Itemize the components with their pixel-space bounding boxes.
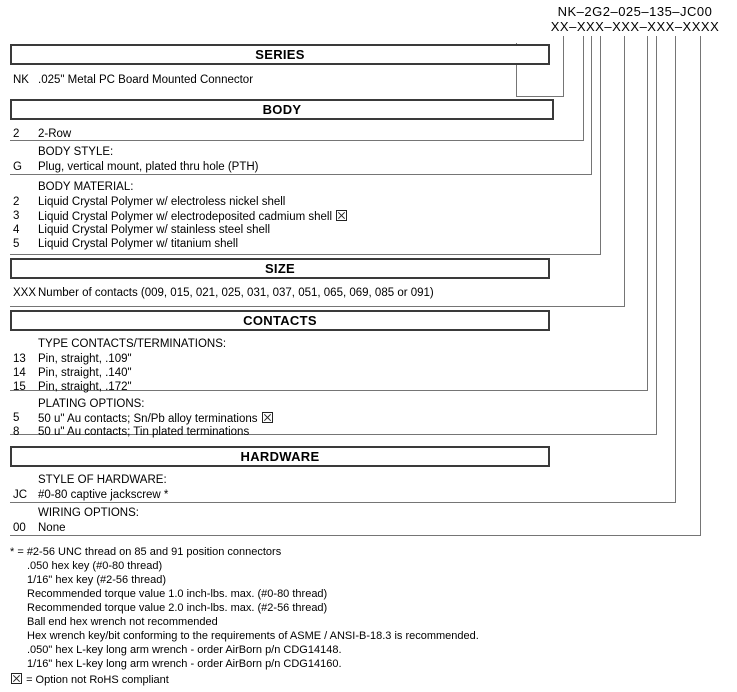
leader-line-hardware-h <box>10 502 676 503</box>
rohs-noncompliant-icon <box>261 412 273 423</box>
leader-line-series-h <box>516 96 564 97</box>
contacts-row-code: 15 <box>13 381 26 393</box>
leader-line-plating-v <box>656 36 657 434</box>
section-header-body: BODY <box>10 99 554 120</box>
rohs-legend: = Option not RoHS compliant <box>10 673 169 687</box>
leader-line-hardware-v <box>675 36 676 502</box>
leader-line-series-stub <box>516 43 517 97</box>
leader-line-plating-h <box>10 434 657 435</box>
contacts-row-code: 14 <box>13 367 26 379</box>
contacts-group-title: TYPE CONTACTS/TERMINATIONS: <box>38 338 227 350</box>
section-header-contacts: CONTACTS <box>10 310 550 331</box>
leader-line-wiring-v <box>700 36 701 535</box>
part-number-block: NK–2G2–025–135–JC00 XX–XXX–XXX–XXX–XXXX <box>540 4 730 34</box>
body-material-row-label: Liquid Crystal Polymer w/ titanium shell <box>38 238 239 250</box>
leader-line-series-v <box>563 36 564 96</box>
leader-line-body-h <box>10 140 584 141</box>
contacts-row-text: Pin, straight, .140" <box>38 367 132 379</box>
body-material-row-code: 5 <box>13 238 20 250</box>
contacts-row-text: Pin, straight, .109" <box>38 353 132 365</box>
body-material-row-text: Liquid Crystal Polymer w/ electroless ni… <box>38 196 285 209</box>
section-header-series: SERIES <box>10 44 550 65</box>
footnote-line: * = #2-56 UNC thread on 85 and 91 positi… <box>10 546 282 558</box>
body-style-group-title: BODY STYLE: <box>38 146 114 158</box>
plating-row-label: 50 u" Au contacts; Tin plated terminatio… <box>38 426 250 438</box>
section-header-hardware: HARDWARE <box>10 446 550 467</box>
body-material-row-code: 3 <box>13 210 20 222</box>
footnote-line: 1/16" hex key (#2-56 thread) <box>27 574 167 586</box>
body-material-row-label: Liquid Crystal Polymer w/ electroless ni… <box>38 196 286 208</box>
leader-line-contacts-v <box>647 36 648 390</box>
plating-group-title: PLATING OPTIONS: <box>38 398 145 410</box>
body-row-text: 2-Row <box>38 128 72 140</box>
footnote-line: .050" hex L-key long arm wrench - order … <box>27 644 342 656</box>
part-number-template: XX–XXX–XXX–XXX–XXXX <box>550 19 720 34</box>
series-row-text: .025" Metal PC Board Mounted Connector <box>38 74 254 86</box>
footnote-line: .050 hex key (#0-80 thread) <box>27 560 163 572</box>
hardware-row-text: #0-80 captive jackscrew * <box>38 489 169 501</box>
body-style-row-text: Plug, vertical mount, plated thru hole (… <box>38 161 259 173</box>
body-row-code: 2 <box>13 128 20 140</box>
footnote-line: Recommended torque value 2.0 inch-lbs. m… <box>27 602 328 614</box>
body-material-row-code: 2 <box>13 196 20 208</box>
rohs-legend-text: = Option not RoHS compliant <box>26 674 169 686</box>
series-row-code: NK <box>13 74 29 86</box>
leader-line-body-v <box>583 36 584 140</box>
body-material-row-label: Liquid Crystal Polymer w/ electrodeposit… <box>38 211 333 223</box>
body-style-row-code: G <box>13 161 22 173</box>
contacts-row-text: Pin, straight, .172" <box>38 381 132 393</box>
wiring-row-code: 00 <box>13 522 26 534</box>
plating-row-text: 50 u" Au contacts; Sn/Pb alloy terminati… <box>38 412 274 426</box>
size-row-code: XXX <box>13 287 37 299</box>
leader-line-contacts-h <box>10 390 648 391</box>
section-header-size: SIZE <box>10 258 550 279</box>
body-material-row-code: 4 <box>13 224 20 236</box>
plating-row-label: 50 u" Au contacts; Sn/Pb alloy terminati… <box>38 413 258 425</box>
footnote-line: Recommended torque value 1.0 inch-lbs. m… <box>27 588 328 600</box>
size-row-text: Number of contacts (009, 015, 021, 025, … <box>38 287 434 299</box>
wiring-group-title: WIRING OPTIONS: <box>38 507 139 519</box>
leader-line-bodystyle-v <box>591 36 592 174</box>
footnote-line: Hex wrench key/bit conforming to the req… <box>27 630 479 642</box>
body-material-row-text: Liquid Crystal Polymer w/ stainless stee… <box>38 224 270 237</box>
footnote-line: Ball end hex wrench not recommended <box>27 616 218 628</box>
body-material-row-text: Liquid Crystal Polymer w/ electrodeposit… <box>38 210 348 224</box>
leader-line-bodymaterial-h <box>10 254 601 255</box>
hardware-group-title: STYLE OF HARDWARE: <box>38 474 167 486</box>
contacts-row-code: 13 <box>13 353 26 365</box>
leader-line-wiring-h <box>10 535 701 536</box>
plating-row-code: 5 <box>13 412 20 424</box>
body-material-row-text: Liquid Crystal Polymer w/ titanium shell <box>38 238 238 251</box>
wiring-row-text: None <box>38 522 66 534</box>
leader-line-bodystyle-h <box>10 174 592 175</box>
plating-row-code: 8 <box>13 426 20 438</box>
rohs-noncompliant-icon <box>11 673 22 684</box>
hardware-row-code: JC <box>13 489 28 501</box>
leader-line-size-h <box>10 306 625 307</box>
body-material-group-title: BODY MATERIAL: <box>38 181 134 193</box>
body-material-row-label: Liquid Crystal Polymer w/ stainless stee… <box>38 224 271 236</box>
footnote-line: 1/16" hex L-key long arm wrench - order … <box>27 658 342 670</box>
leader-line-bodymaterial-v <box>600 36 601 254</box>
part-number-example: NK–2G2–025–135–JC00 <box>557 4 713 19</box>
rohs-noncompliant-icon <box>336 210 348 221</box>
leader-line-size-v <box>624 36 625 306</box>
plating-row-text: 50 u" Au contacts; Tin plated terminatio… <box>38 426 249 439</box>
